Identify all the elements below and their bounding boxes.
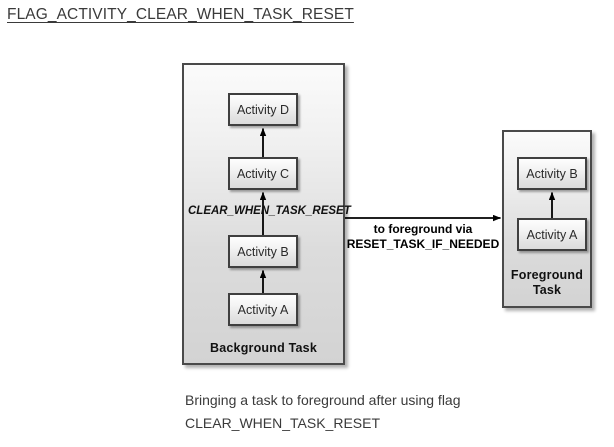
foreground-task-label-line1: Foreground [510,268,584,282]
activity-box-foreground-b: Activity B [517,157,587,190]
activity-box-background-d: Activity D [228,93,298,126]
activity-box-background-c: Activity C [228,157,298,190]
caption-line2: CLEAR_WHEN_TASK_RESET [185,415,381,431]
figure-caption: Bringing a task to foreground after usin… [185,389,461,435]
foreground-task-label: Foreground Task [504,268,590,298]
transition-label-line2: RESET_TASK_IF_NEEDED [346,237,500,251]
clear-when-task-reset-annotation: CLEAR_WHEN_TASK_RESET [188,205,351,217]
activity-box-background-b: Activity B [228,235,298,268]
page-title: FLAG_ACTIVITY_CLEAR_WHEN_TASK_RESET [7,6,354,23]
activity-box-background-a: Activity A [228,293,298,326]
foreground-task-label-line2: Task [532,283,562,297]
background-task-label: Background Task [210,341,317,355]
transition-arrow-label: to foreground via RESET_TASK_IF_NEEDED [343,222,503,252]
activity-box-foreground-a: Activity A [517,218,587,251]
caption-line1: Bringing a task to foreground after usin… [185,392,461,408]
transition-label-line1: to foreground via [373,222,473,236]
